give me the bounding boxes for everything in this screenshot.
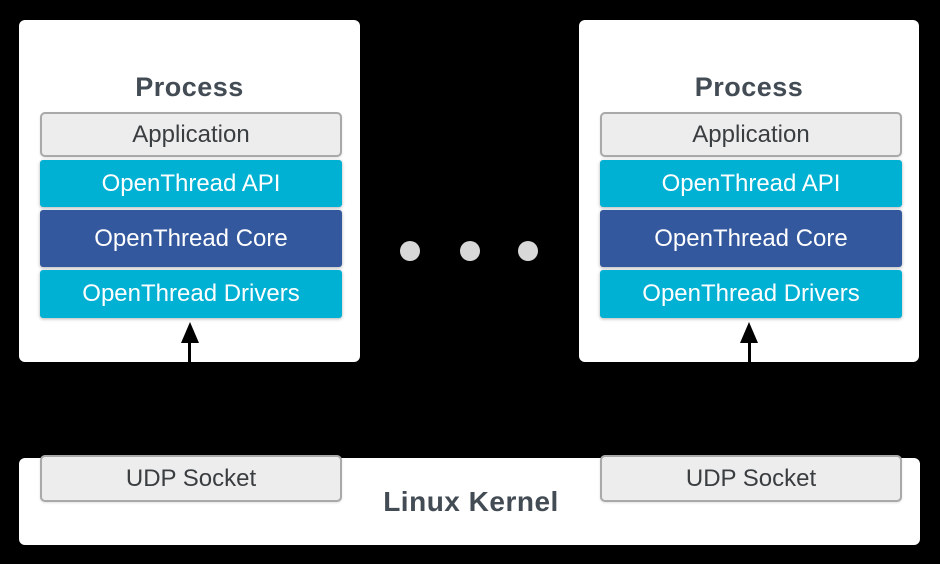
- openthread-drivers-layer: OpenThread Drivers: [600, 270, 902, 318]
- application-layer: Application: [40, 112, 342, 157]
- arrow-head: [740, 322, 758, 343]
- up-arrow-icon: [740, 322, 758, 382]
- layer-stack: Application OpenThread API OpenThread Co…: [600, 112, 902, 321]
- arrow-head: [180, 322, 199, 343]
- ellipsis-dot: [400, 241, 420, 261]
- udp-socket-right: UDP Socket: [600, 455, 902, 502]
- ellipsis-dot: [460, 241, 480, 261]
- layer-stack: Application OpenThread API OpenThread Co…: [40, 112, 342, 321]
- up-arrow-icon: [180, 322, 199, 382]
- process-box-right: Process Application OpenThread API OpenT…: [579, 20, 919, 362]
- openthread-api-layer: OpenThread API: [600, 160, 902, 207]
- arrow-shaft: [188, 342, 191, 362]
- process-box-left: Process Application OpenThread API OpenT…: [19, 20, 360, 362]
- process-title: Process: [135, 72, 244, 102]
- udp-socket-left: UDP Socket: [40, 455, 342, 502]
- application-layer: Application: [600, 112, 902, 157]
- openthread-core-layer: OpenThread Core: [40, 210, 342, 267]
- arrow-shaft: [747, 342, 751, 362]
- process-title: Process: [694, 72, 804, 102]
- openthread-api-layer: OpenThread API: [40, 160, 342, 207]
- linux-kernel-label: Linux Kernel: [383, 486, 559, 517]
- ellipsis-dot: [518, 241, 538, 261]
- openthread-core-layer: OpenThread Core: [600, 210, 902, 267]
- openthread-drivers-layer: OpenThread Drivers: [40, 270, 342, 318]
